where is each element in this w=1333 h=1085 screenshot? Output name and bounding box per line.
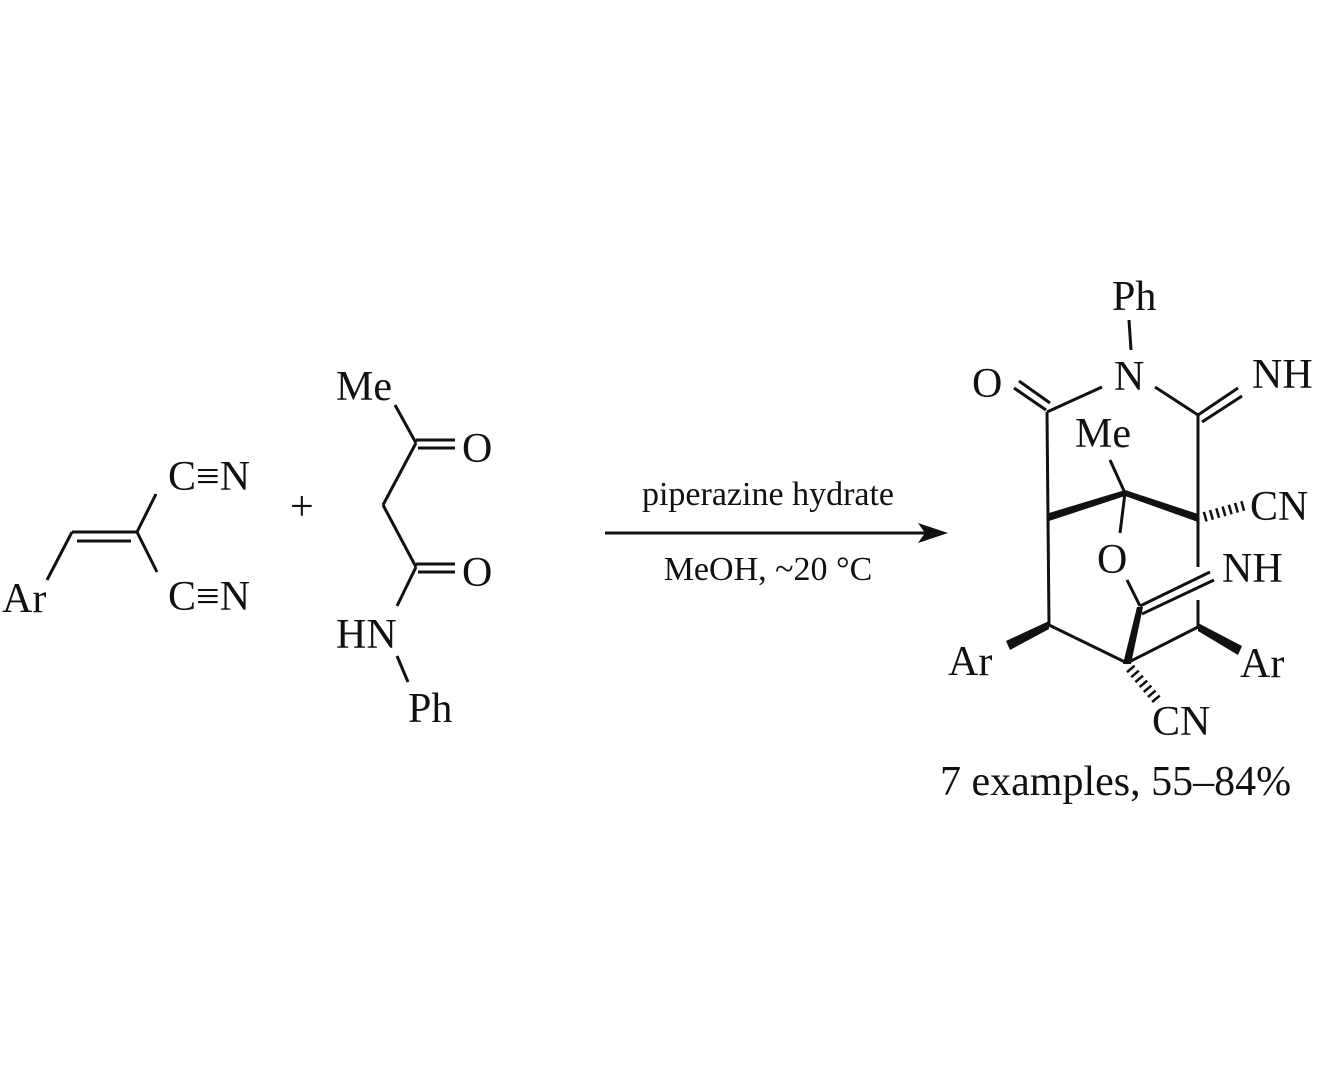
o-top-label: O bbox=[462, 426, 492, 472]
me-label: Me bbox=[336, 364, 392, 410]
hn-label: HN bbox=[336, 612, 397, 658]
product-ar-right-label: Ar bbox=[1240, 641, 1284, 687]
product-ph-label: Ph bbox=[1112, 274, 1156, 320]
nitrile-bottom-label: C≡N bbox=[168, 574, 250, 620]
product-o-bridge-label: O bbox=[1097, 537, 1127, 583]
yield-note: 7 examples, 55–84% bbox=[940, 759, 1291, 805]
reaction-arrow: piperazine hydrate MeOH, ~20 °C bbox=[605, 476, 948, 588]
conditions-label: MeOH, ~20 °C bbox=[664, 551, 873, 588]
product-cn-right-label: CN bbox=[1250, 484, 1308, 530]
product-n-label: N bbox=[1114, 354, 1144, 400]
product-cn-bottom-label: CN bbox=[1152, 699, 1210, 745]
reactant-acetoacetanilide: Me O O HN Ph bbox=[336, 364, 492, 732]
product-o-carbonyl-label: O bbox=[972, 361, 1002, 407]
product-ar-left-label: Ar bbox=[948, 639, 992, 685]
ph-label: Ph bbox=[408, 686, 452, 732]
reactant-arylidene-malononitrile: Ar C≡N C≡N bbox=[2, 454, 250, 622]
reagent-label: piperazine hydrate bbox=[642, 476, 894, 513]
plus-sign: + bbox=[290, 484, 314, 530]
product-nh-lower-label: NH bbox=[1222, 546, 1283, 592]
product-structure: Ph N O NH Me CN O NH Ar Ar CN 7 exam bbox=[940, 274, 1313, 805]
product-me-label: Me bbox=[1075, 411, 1131, 457]
nitrile-top-label: C≡N bbox=[168, 454, 250, 500]
o-bottom-label: O bbox=[462, 550, 492, 596]
product-nh-top-label: NH bbox=[1252, 352, 1313, 398]
ar-label: Ar bbox=[2, 576, 46, 622]
